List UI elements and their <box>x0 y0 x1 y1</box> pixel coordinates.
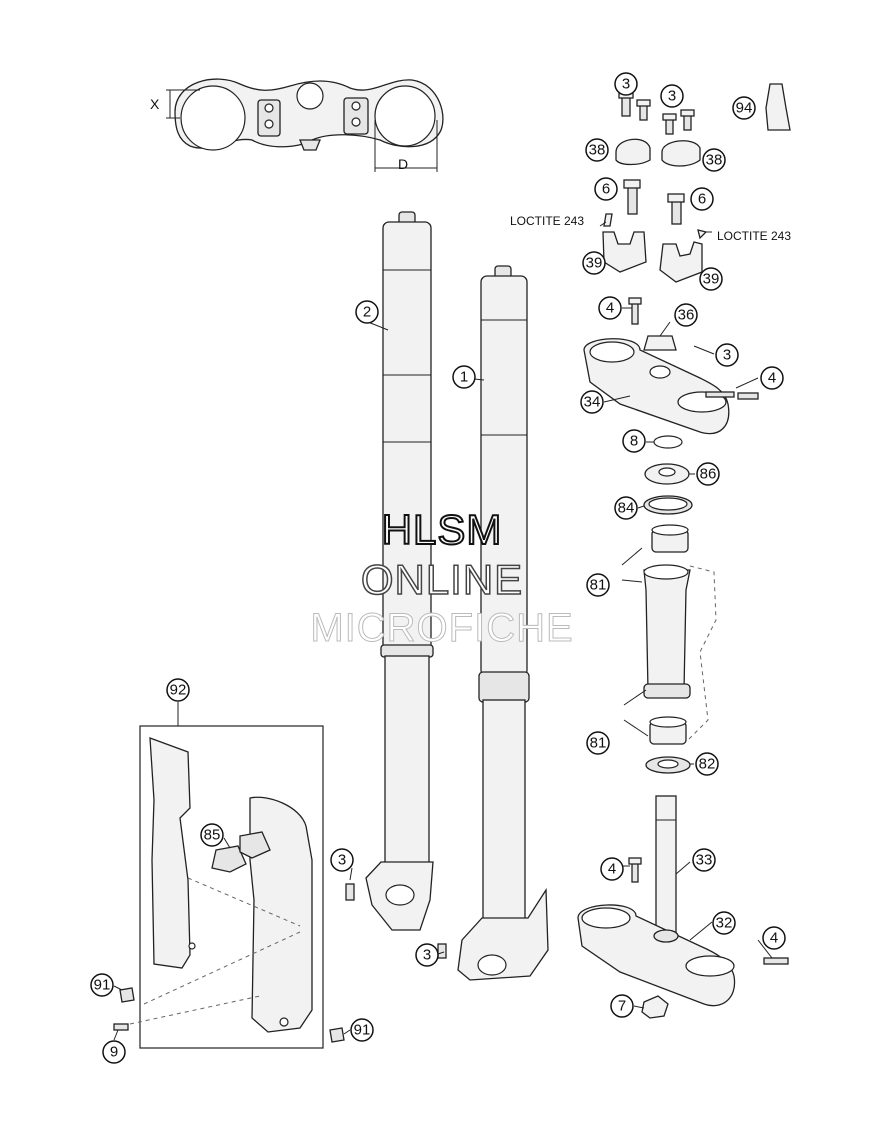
svg-text:6: 6 <box>698 191 706 208</box>
svg-text:8: 8 <box>630 433 638 450</box>
callout-32: 32 <box>712 911 736 935</box>
loctite-note-right: LOCTITE 243 <box>717 229 792 243</box>
callout-86: 86 <box>696 462 720 486</box>
svg-text:36: 36 <box>678 307 695 324</box>
callout-39: 39 <box>582 251 606 275</box>
svg-text:7: 7 <box>618 998 626 1015</box>
svg-text:33: 33 <box>696 852 713 869</box>
dimension-d-label: D <box>398 156 409 172</box>
upper-clamp-hardware <box>602 83 791 283</box>
svg-text:84: 84 <box>618 500 635 517</box>
callout-85: 85 <box>200 823 224 847</box>
callout-81: 81 <box>586 731 610 755</box>
watermark-line-1: HLSM <box>381 505 503 554</box>
svg-text:94: 94 <box>736 100 753 117</box>
callout-92: 92 <box>166 678 190 702</box>
upper-triple-clamp-34 <box>583 297 759 435</box>
callout-33: 33 <box>692 848 716 872</box>
leader-lines <box>113 221 773 1041</box>
svg-text:6: 6 <box>602 181 610 198</box>
bolt-icon <box>437 943 447 959</box>
callout-36: 36 <box>674 303 698 327</box>
callout-38: 38 <box>585 138 609 162</box>
callout-4: 4 <box>760 366 784 390</box>
callout-91: 91 <box>90 973 114 997</box>
svg-text:2: 2 <box>363 304 371 321</box>
callout-3: 3 <box>614 72 638 96</box>
svg-text:3: 3 <box>723 347 731 364</box>
lower-triple-clamp-32 <box>577 795 789 1019</box>
svg-text:92: 92 <box>170 682 187 699</box>
svg-text:1: 1 <box>460 369 468 386</box>
fork-leg-1 <box>457 265 549 981</box>
svg-text:91: 91 <box>94 977 111 994</box>
callout-3: 3 <box>660 84 684 108</box>
svg-text:9: 9 <box>110 1044 118 1061</box>
callout-3: 3 <box>415 943 439 967</box>
svg-text:81: 81 <box>590 735 607 752</box>
callout-4: 4 <box>762 926 786 950</box>
callout-34: 34 <box>580 390 604 414</box>
callout-3: 3 <box>715 343 739 367</box>
callout-9: 9 <box>102 1040 126 1064</box>
triple-clamp-top-view <box>166 78 444 172</box>
svg-text:4: 4 <box>608 861 616 878</box>
callout-4: 4 <box>600 857 624 881</box>
svg-text:4: 4 <box>768 370 776 387</box>
callout-2: 2 <box>355 300 379 324</box>
svg-text:38: 38 <box>706 152 723 169</box>
loctite-note-left: LOCTITE 243 <box>510 214 585 228</box>
svg-text:4: 4 <box>770 930 778 947</box>
callout-82: 82 <box>695 752 719 776</box>
callout-39: 39 <box>699 267 723 291</box>
dimension-x-label: X <box>150 96 160 112</box>
fork-leg-2 <box>365 211 434 931</box>
watermark-line-3: MICROFICHE <box>310 606 574 651</box>
callout-38: 38 <box>702 148 726 172</box>
svg-text:39: 39 <box>703 271 720 288</box>
svg-text:3: 3 <box>668 88 676 105</box>
svg-text:86: 86 <box>700 466 717 483</box>
callout-91: 91 <box>350 1018 374 1042</box>
svg-text:3: 3 <box>423 947 431 964</box>
svg-text:81: 81 <box>590 577 607 594</box>
svg-text:91: 91 <box>354 1022 371 1039</box>
callout-6: 6 <box>690 187 714 211</box>
callout-94: 94 <box>732 96 756 120</box>
svg-text:3: 3 <box>622 76 630 93</box>
bearing-stack <box>621 435 717 774</box>
callout-6: 6 <box>594 177 618 201</box>
callout-8: 8 <box>622 429 646 453</box>
callout-81: 81 <box>586 573 610 597</box>
svg-text:39: 39 <box>586 255 603 272</box>
svg-text:34: 34 <box>584 394 601 411</box>
svg-text:85: 85 <box>204 827 221 844</box>
svg-text:82: 82 <box>699 756 716 773</box>
fork-guard-kit-92 <box>113 725 345 1049</box>
watermark-line-2: ONLINE <box>360 555 524 604</box>
callout-84: 84 <box>614 496 638 520</box>
callout-1: 1 <box>452 365 476 389</box>
callout-4: 4 <box>598 296 622 320</box>
callout-7: 7 <box>610 994 634 1018</box>
svg-text:4: 4 <box>606 300 614 317</box>
svg-text:3: 3 <box>338 852 346 869</box>
callout-3: 3 <box>330 848 354 872</box>
bolt-icon <box>345 883 355 901</box>
svg-text:32: 32 <box>716 915 733 932</box>
svg-text:38: 38 <box>589 142 606 159</box>
